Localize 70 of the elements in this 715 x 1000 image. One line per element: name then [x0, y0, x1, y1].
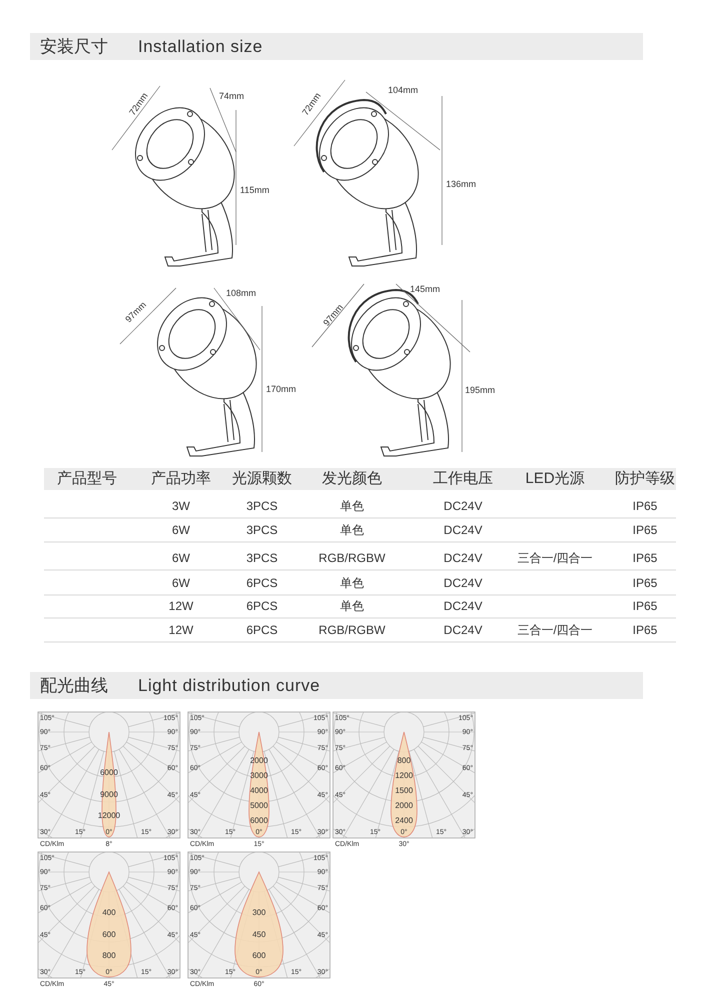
intensity-value: 800	[397, 757, 411, 765]
table-cell-text: 6W	[172, 524, 190, 536]
intensity-value: 3000	[250, 772, 268, 780]
section-title: Light distribution curve	[138, 677, 320, 694]
table-cell-text: 12W	[168, 600, 194, 612]
table-cell-text: 单色	[340, 500, 364, 512]
table-cell-text: 6W	[172, 577, 190, 589]
table-cell-text: 12W	[168, 624, 194, 636]
table-cell-text: RGB/RGBW	[318, 624, 386, 636]
intensity-value: 600	[102, 930, 116, 938]
intensity-value: 400	[102, 909, 116, 917]
table-cell-text: 三合一/四合一	[517, 552, 593, 564]
dimension-label: 136mm	[446, 180, 476, 189]
table-cell-text: 单色	[340, 600, 364, 612]
table-cell-text: IP65	[632, 500, 658, 512]
table-cell-text: RGB/RGBW	[318, 552, 386, 564]
column-header: 产品功率	[151, 471, 211, 486]
column-header: 工作电压	[433, 471, 493, 486]
section-title: 配光曲线	[40, 677, 108, 694]
intensity-value: 800	[102, 952, 116, 960]
table-cell-text: 6PCS	[246, 577, 278, 589]
column-header: LED光源	[525, 471, 585, 486]
table-cell-text: IP65	[632, 552, 658, 564]
dimension-label: 115mm	[240, 186, 270, 195]
column-header: 防护等级	[615, 471, 675, 486]
table-cell-text: DC24V	[444, 500, 482, 512]
table-cell-text: 三合一/四合一	[517, 624, 593, 636]
table-cell-text: 3PCS	[246, 524, 278, 536]
dimension-label: 145mm	[410, 285, 440, 294]
table-cell-text: IP65	[632, 600, 658, 612]
section-title: 安装尺寸	[40, 38, 108, 55]
dimension-label: 170mm	[266, 385, 296, 394]
intensity-value: 4000	[250, 787, 268, 795]
table-cell-text: DC24V	[444, 524, 482, 536]
table-cell-text: 3PCS	[246, 552, 278, 564]
column-header: 产品型号	[57, 471, 117, 486]
table-cell-text: IP65	[632, 524, 658, 536]
table-cell-text: DC24V	[444, 552, 482, 564]
table-cell-text: DC24V	[444, 577, 482, 589]
table-cell-text: 3W	[172, 500, 190, 512]
table-cell-text: 6PCS	[246, 600, 278, 612]
column-header: 光源颗数	[232, 471, 292, 486]
column-header: 发光颜色	[322, 471, 382, 486]
dimension-label: 195mm	[465, 386, 496, 395]
intensity-value: 6000	[100, 769, 118, 777]
table-cell-text: 单色	[340, 524, 364, 536]
intensity-value: 450	[252, 930, 266, 938]
intensity-value: 2000	[395, 802, 413, 810]
intensity-value: 6000	[250, 817, 268, 825]
table-cell-text: DC24V	[444, 624, 482, 636]
intensity-value: 1500	[395, 787, 413, 795]
table-cell-text: 6W	[172, 552, 190, 564]
intensity-value: 1200	[395, 772, 413, 780]
table-cell-text: IP65	[632, 577, 658, 589]
dimension-label: 108mm	[226, 289, 256, 298]
table-cell-text: 6PCS	[246, 624, 278, 636]
intensity-value: 600	[252, 952, 266, 960]
dimension-label: 104mm	[388, 86, 418, 95]
intensity-value: 5000	[250, 802, 268, 810]
table-cell-text: 3PCS	[246, 500, 278, 512]
intensity-value: 300	[252, 909, 266, 917]
intensity-value: 2000	[250, 757, 268, 765]
intensity-value: 2400	[395, 817, 413, 825]
section-title: Installation size	[138, 38, 263, 55]
table-cell-text: DC24V	[444, 600, 482, 612]
table-cell-text: IP65	[632, 624, 658, 636]
intensity-value: 12000	[98, 812, 120, 820]
dimension-label: 74mm	[219, 92, 244, 101]
table-cell-text: 单色	[340, 577, 364, 589]
intensity-value: 9000	[100, 790, 118, 798]
